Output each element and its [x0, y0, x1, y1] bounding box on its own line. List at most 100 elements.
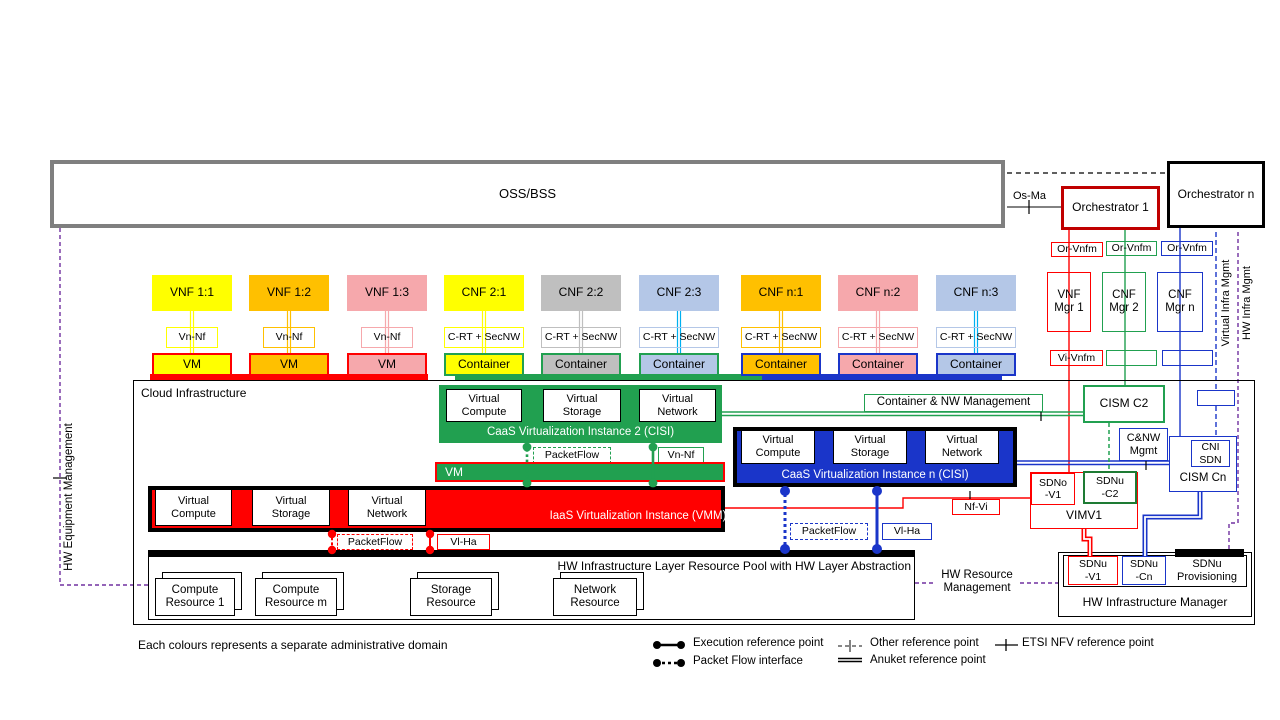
- if-label-text: C-RT + SecNW: [744, 331, 818, 344]
- virtual-compute-label: Virtual Compute: [171, 494, 216, 520]
- runtime-container-3: Container: [639, 353, 719, 376]
- nf-label: CNF n:1: [758, 285, 804, 300]
- nf-label: VNF 1:3: [364, 285, 409, 300]
- resource-label: Network Resource: [570, 583, 620, 609]
- runtime-label: Container: [851, 356, 905, 371]
- hw-pool-title: HW Infrastructure Layer Resource Pool wi…: [557, 559, 911, 573]
- iaas-title: IaaS Virtualization Instance (VMM): [549, 510, 727, 523]
- container2-domain-bar: [455, 374, 770, 381]
- virtual-network-label: Virtual Network: [657, 392, 698, 418]
- empty-ref-box-green: [1106, 350, 1157, 366]
- runtime-container-4: Container: [741, 353, 821, 376]
- legend-anuket-label: Anuket reference point: [870, 654, 986, 666]
- vi-vnfm-label: Vi-Vnfm: [1050, 350, 1103, 366]
- nf-box-vnf13: VNF 1:3: [347, 275, 427, 311]
- cni-sdn-label: CNI SDN: [1199, 441, 1222, 466]
- vl-ha-label-red: Vl-Ha: [437, 534, 490, 550]
- orchestrator-1-label: Orchestrator 1: [1072, 200, 1149, 215]
- containern-domain-bar: [762, 374, 1002, 381]
- nf-box-cnfn2: CNF n:2: [838, 275, 918, 311]
- container-nw-mgmt-label: Container & NW Management: [864, 394, 1043, 412]
- empty-ref-box-blue-small: [1197, 390, 1235, 406]
- nf-box-cnfn1: CNF n:1: [741, 275, 821, 311]
- virtual-compute-label: Virtual Compute: [461, 392, 507, 418]
- sdnu-provisioning-label: SDNu Provisioning: [1168, 556, 1246, 586]
- vm-domain-bar: [150, 374, 428, 381]
- if-label-crt-1: C-RT + SecNW: [444, 327, 524, 348]
- if-label-text: Vn-Nf: [275, 331, 303, 344]
- runtime-container-5: Container: [838, 353, 918, 376]
- if-label-crt-4: C-RT + SecNW: [741, 327, 821, 348]
- runtime-label: VM: [183, 356, 201, 371]
- runtime-label: Container: [457, 356, 511, 371]
- cnw-mgmt-box: C&NW Mgmt: [1119, 428, 1168, 461]
- iaas-virtual-storage: Virtual Storage: [252, 489, 330, 526]
- virtual-storage-label: Virtual Storage: [562, 392, 602, 418]
- packetflow-label-caas2: PacketFlow: [533, 447, 611, 464]
- iaas-virtual-network: Virtual Network: [348, 489, 426, 526]
- sdnu-cn-label: SDNu -Cn: [1129, 558, 1158, 583]
- orchestrator-1-box: Orchestrator 1: [1061, 186, 1160, 230]
- legend-other-label: Other reference point: [870, 637, 979, 649]
- nf-box-cnf23: CNF 2:3: [639, 275, 719, 311]
- oss-bss-box: OSS/BSS: [50, 160, 1005, 228]
- nf-label: CNF 2:1: [461, 285, 507, 300]
- cnf-mgr-n-label: CNF Mgr n: [1165, 288, 1195, 314]
- runtime-container-2: Container: [541, 353, 621, 376]
- vn-nf-text: Vn-Nf: [667, 449, 695, 462]
- nf-vi-label: Nf-Vi: [952, 499, 1000, 515]
- nf-label: CNF 2:3: [656, 285, 702, 300]
- sdnu-cn-box: SDNu -Cn: [1122, 556, 1166, 585]
- runtime-vm-2: VM: [249, 353, 329, 376]
- resource-network: Network Resource: [553, 578, 637, 616]
- resource-label: Compute Resource m: [265, 583, 327, 609]
- sdnu-provisioning-text: SDNu Provisioning: [1177, 558, 1237, 583]
- if-label-text: C-RT + SecNW: [447, 331, 521, 344]
- caas2-virtual-storage: Virtual Storage: [543, 389, 621, 422]
- vn-nf-label-green: Vn-Nf: [658, 447, 704, 464]
- if-label-text: C-RT + SecNW: [544, 331, 618, 344]
- runtime-label: Container: [652, 356, 706, 371]
- vl-ha-label-blue: Vl-Ha: [882, 523, 932, 540]
- or-vnfm-label-n: Or-Vnfm: [1161, 241, 1213, 256]
- footer-note: Each colours represents a separate admin…: [138, 638, 448, 652]
- vimv1-label: VIMV1: [1065, 508, 1102, 523]
- runtime-label: Container: [949, 356, 1003, 371]
- cnf-mgr-2-box: CNF Mgr 2: [1102, 272, 1146, 332]
- virtual-network-label: Virtual Network: [366, 494, 408, 520]
- sdnu-v1-label: SDNu -V1: [1078, 558, 1107, 583]
- runtime-vm-1: VM: [152, 353, 232, 376]
- cnf-mgr-2-label: CNF Mgr 2: [1109, 288, 1139, 314]
- vl-ha-text: Vl-Ha: [450, 535, 477, 548]
- runtime-container-6: Container: [936, 353, 1016, 376]
- hw-resource-mgmt-label: HW Resource Management: [934, 566, 1020, 598]
- nf-box-cnf21: CNF 2:1: [444, 275, 524, 311]
- if-label-vn-nf-3: Vn-Nf: [361, 327, 413, 348]
- packetflow-text: PacketFlow: [801, 525, 857, 538]
- if-label-vn-nf-2: Vn-Nf: [263, 327, 315, 348]
- vi-vnfm-text: Vi-Vnfm: [1057, 351, 1096, 364]
- container-nw-mgmt-text: Container & NW Management: [876, 396, 1031, 409]
- or-vnfm-text: Or-Vnfm: [1057, 243, 1097, 256]
- cism-c2-label: CISM C2: [1099, 396, 1149, 411]
- runtime-label: VM: [378, 356, 396, 371]
- virtual-infra-mgmt-label: Virtual Infra Mgmt: [1220, 259, 1232, 347]
- cnf-mgr-n-box: CNF Mgr n: [1157, 272, 1203, 332]
- if-label-crt-6: C-RT + SecNW: [936, 327, 1016, 348]
- packetflow-text: PacketFlow: [347, 535, 403, 548]
- vnf-mgr-1-label: VNF Mgr 1: [1054, 288, 1084, 314]
- hw-abstraction-bar: [148, 550, 915, 557]
- hw-infra-mgmt-label: HW Infra Mgmt: [1241, 266, 1253, 340]
- caasn-title: CaaS Virtualization Instance n (CISI): [781, 469, 969, 482]
- orchestrator-n-box: Orchestrator n: [1167, 161, 1265, 228]
- resource-storage: Storage Resource: [410, 578, 492, 616]
- nf-label: CNF n:3: [953, 285, 999, 300]
- runtime-label: Container: [754, 356, 808, 371]
- sdno-v1-box: SDNo -V1: [1031, 473, 1075, 505]
- cni-sdn-box: CNI SDN: [1191, 440, 1230, 467]
- nf-label: CNF n:2: [855, 285, 901, 300]
- caasn-virtual-storage: Virtual Storage: [833, 430, 907, 464]
- virtual-compute-label: Virtual Compute: [755, 434, 801, 459]
- sdno-v1-label: SDNo -V1: [1038, 476, 1067, 501]
